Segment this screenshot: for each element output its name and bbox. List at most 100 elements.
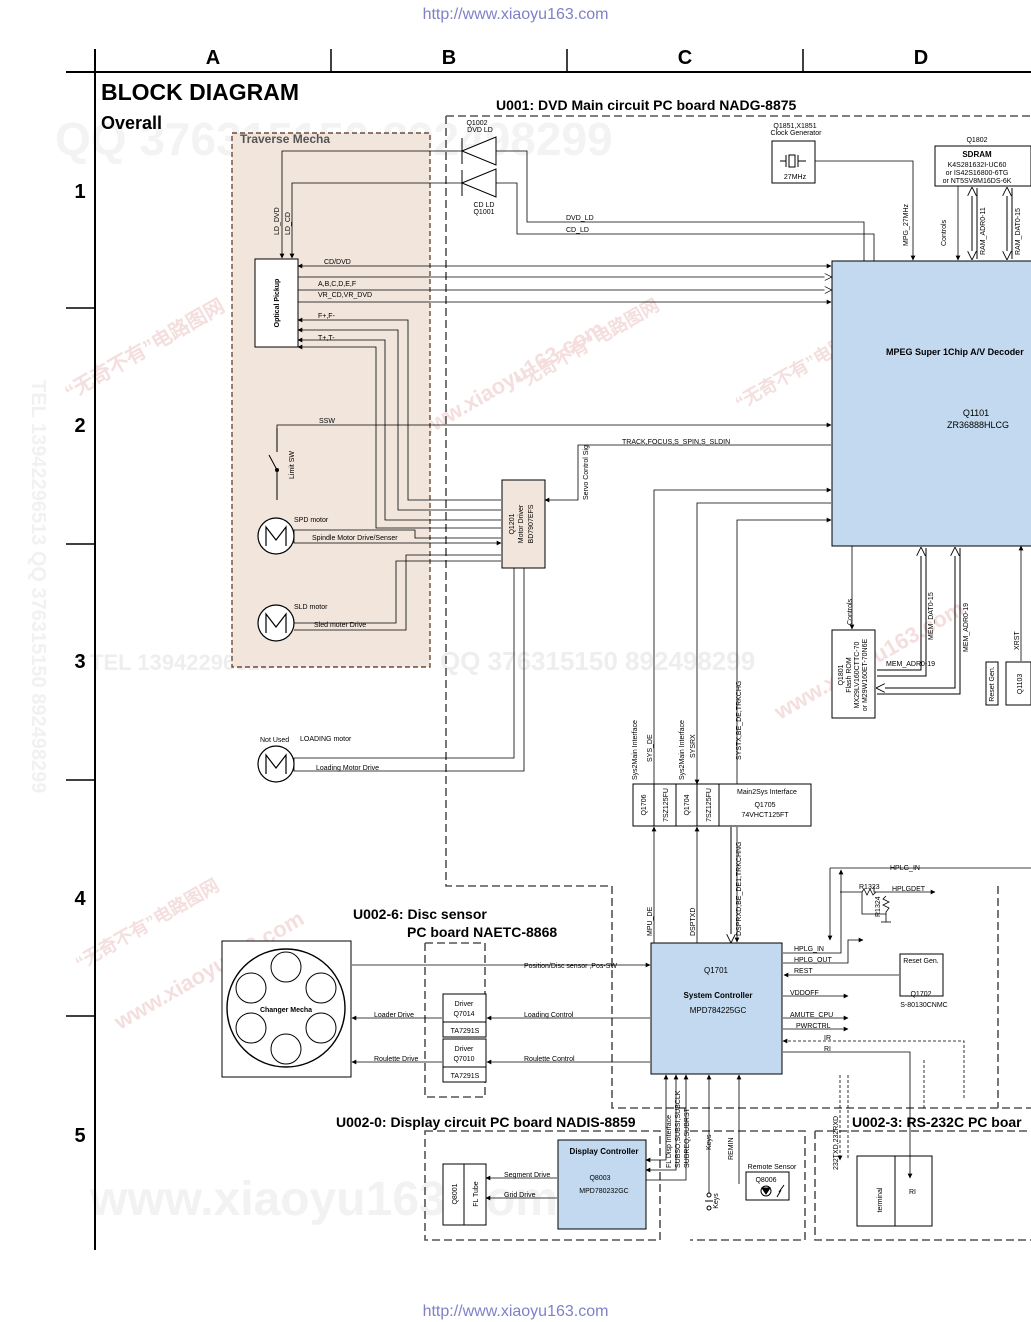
cd-ld-ref: Q1001 [473, 209, 494, 216]
photodiode-icon [760, 1184, 785, 1198]
signal-label: A,B,C,D,E,F [318, 281, 356, 288]
driver-b-ref: Q7010 [453, 1056, 474, 1063]
sdram-part: K4S281632I-UC60 [948, 162, 1007, 169]
display-controller-chip [557, 1139, 647, 1230]
traverse-mecha-label: Traverse Mecha [240, 132, 330, 146]
limit-switch-icon [268, 428, 279, 500]
sdram-part: or NT5SV8M16DS-6K [943, 178, 1012, 185]
signal-label: MEM_DAT0-15 [928, 592, 935, 640]
signal-label: FL Disp Interface [666, 1115, 673, 1168]
dvd-ld-label: DVD LD [467, 127, 493, 134]
motor-driver-ref: Q1201 [509, 513, 516, 534]
sdram-ref: Q1802 [966, 137, 987, 144]
traverse-mecha-region [231, 132, 431, 668]
q1103-box [1005, 661, 1031, 706]
driver-a-part: TA7291S [451, 1028, 480, 1035]
reset2-name: Reset Gen. [903, 958, 938, 965]
sld-motor-icon [257, 604, 295, 642]
signal-label: TRACK,FOCUS,S_SPIN,S_SLDIN [622, 439, 730, 446]
signal-label: MPU_DE [647, 906, 654, 936]
q8006-label: Q8006 [755, 1177, 776, 1184]
q8001-label: Q8001 [452, 1183, 459, 1204]
signal-label: F+,F- [318, 313, 336, 320]
keys-switch-icon [705, 1192, 713, 1211]
watermark-text: www.xiaoyu163.com [89, 1173, 558, 1226]
signal-label: Sys2Main Interface [679, 720, 686, 780]
signal-label: DSPRXD,BE_DE1,TRKCHNG [736, 841, 743, 936]
page-subtitle: Overall [101, 113, 162, 133]
row-label: 5 [74, 1125, 85, 1147]
flash-ref: Q1801 [838, 664, 845, 685]
column-label: D [914, 47, 928, 69]
main2sys-label: Main2Sys Interface [737, 789, 797, 796]
signal-label: CD/DVD [324, 259, 351, 266]
optical-pickup [254, 258, 299, 348]
driver-a-ref: Q7014 [453, 1011, 474, 1018]
signal-label: Keys [706, 1134, 713, 1150]
reset2-ref: Q1702 [910, 991, 931, 998]
flash-part: MX29LV160CTTC-70 [854, 642, 861, 709]
signal-label: MEM_ADR0-19 [886, 661, 935, 668]
signal-label: Sled moter Drive [314, 622, 366, 629]
mpeg-part: ZR36888HLCG [947, 420, 1009, 430]
dvd-ld-ref: Q1002 [466, 120, 487, 127]
motor-driver-chip [501, 479, 546, 569]
cd-ld-icon [460, 168, 497, 198]
signal-label: Loading Motor Drive [316, 765, 379, 772]
signal-label: HPLG_OUT [794, 957, 832, 964]
board-title-disc-sensor: U002-6: Disc sensor [353, 906, 487, 922]
signal-label: VDDOFF [790, 990, 819, 997]
signal-label: SUBREQ,SUBRST [684, 1107, 691, 1168]
signal-label: RAM_DAT0-15 [1015, 208, 1022, 255]
signal-label: 232TXD,232RXD [833, 1116, 840, 1170]
signal-label: SYSTX,BE_DE,TRKCHG [736, 681, 743, 760]
not-used-label: Not Used [260, 737, 289, 744]
signal-label: IR [824, 1035, 831, 1042]
signal-label: Roulette Drive [374, 1056, 418, 1063]
q1705-part: 74VHCT125FT [741, 812, 789, 819]
syscon-part: MPD784225GC [690, 1006, 747, 1015]
signal-label: DVD_LD [566, 215, 594, 222]
spd-motor-icon [257, 517, 295, 555]
watermark-text: “无奇不有”电路图网 [61, 294, 229, 405]
footer-url[interactable]: http://www.xiaoyu163.com [422, 1303, 609, 1320]
signal-label: REST [794, 968, 813, 975]
row-label: 1 [74, 181, 85, 203]
motor-driver-name: Motor Driver [518, 504, 525, 543]
crystal-icon [780, 154, 806, 168]
signal-label: Servo Control Sig [583, 445, 590, 500]
sdram-part: or IS42S16800-6TG [946, 170, 1009, 177]
signal-label: XRST [1014, 631, 1021, 650]
signal-label: Loading Control [524, 1012, 574, 1019]
signal-label: SUBSO,SUBSI,SUBCLK [675, 1090, 682, 1168]
signal-label: Roulette Control [524, 1056, 575, 1063]
spd-motor-label: SPD motor [294, 517, 329, 524]
signal-label: SYS_DE [647, 734, 654, 762]
mpeg-name: MPEG Super 1Chip A/V Decoder [886, 347, 1024, 357]
mpeg-ref: Q1101 [963, 408, 989, 418]
q1704-label: Q1704 [684, 794, 691, 815]
row-labels: 1 2 3 4 5 [74, 181, 86, 1147]
terminal-label: terminal [877, 1187, 884, 1212]
signal-label: Grid Drive [504, 1192, 536, 1199]
r1324-label: R1324 [875, 896, 882, 917]
q1705-box [718, 783, 812, 827]
reset-gen-box [985, 661, 999, 706]
signal-label: PWRCTRL [796, 1023, 831, 1030]
clock-name: Clock Generator [771, 130, 823, 137]
resistor-icon [861, 888, 891, 923]
signal-label: RI [824, 1046, 831, 1053]
driver-a-label: Driver [455, 1001, 474, 1008]
watermark-text: www.xiaoyu163.com [409, 315, 608, 444]
signal-label: Segment Drive [504, 1172, 550, 1179]
signal-label: RAM_ADR0-11 [980, 207, 987, 255]
header-url[interactable]: http://www.xiaoyu163.com [422, 6, 609, 23]
page-title: BLOCK DIAGRAM [101, 79, 299, 105]
data-buses [731, 188, 1013, 942]
board-title-display: U002-0: Display circuit PC board NADIS-8… [336, 1114, 636, 1130]
signal-label: Spindle Motor Drive/Senser [312, 535, 398, 542]
dashed-links [782, 1038, 965, 1161]
q1706-part: 7SZ125FU [663, 788, 670, 822]
grid-frame [66, 49, 1031, 1250]
